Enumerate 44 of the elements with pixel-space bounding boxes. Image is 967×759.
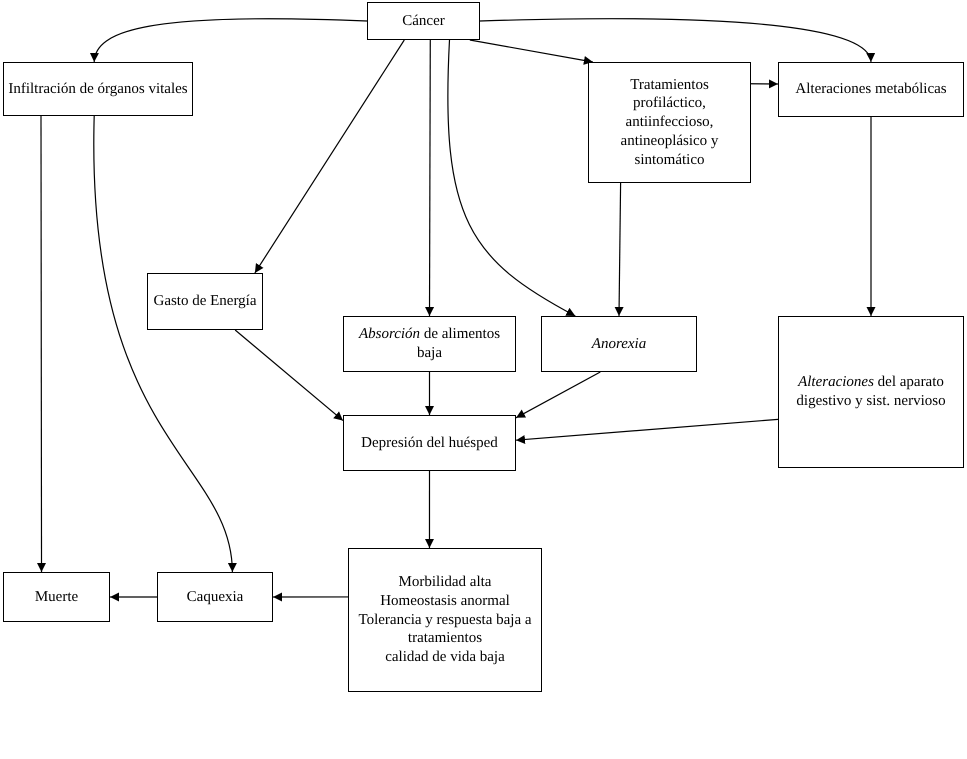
arrow bbox=[480, 18, 872, 62]
arrow bbox=[37, 116, 46, 572]
arrow bbox=[424, 471, 434, 548]
process-box bbox=[588, 62, 751, 183]
process-box bbox=[541, 316, 697, 372]
process-box bbox=[343, 415, 516, 471]
arrow bbox=[110, 592, 157, 602]
process-box bbox=[367, 2, 480, 40]
node-text: Tratamientos profiláctico, antiinfeccioso, antineoplásico y sintomático bbox=[620, 76, 720, 170]
process-box bbox=[348, 548, 542, 692]
arrow bbox=[866, 117, 876, 316]
node-text: Depresión del huésped bbox=[361, 434, 498, 452]
node-text: Cáncer bbox=[402, 12, 445, 30]
node-text: Caquexia bbox=[186, 588, 244, 606]
node-text: Infiltración de órganos vitales bbox=[8, 80, 188, 98]
node-text: Muerte bbox=[34, 588, 78, 606]
arrow bbox=[470, 39, 593, 65]
node-text: Anorexia bbox=[592, 334, 646, 354]
process-box bbox=[3, 62, 193, 116]
arrow bbox=[614, 183, 624, 316]
arrow bbox=[91, 18, 368, 62]
node-text: Homeostasis anormal bbox=[380, 592, 510, 611]
process-box bbox=[3, 572, 110, 622]
node-text: Alteraciones del aparato digestivo y sist. nervioso bbox=[795, 373, 947, 411]
arrow bbox=[234, 330, 344, 422]
node-text: Gasto de Energía bbox=[153, 292, 257, 311]
process-box bbox=[778, 62, 964, 117]
arrow bbox=[516, 371, 601, 418]
node-text: Absorción de alimentos baja bbox=[357, 325, 502, 363]
arrow bbox=[273, 592, 348, 602]
arrow bbox=[447, 40, 576, 317]
arrow bbox=[751, 79, 778, 88]
arrow bbox=[516, 418, 778, 444]
arrow bbox=[254, 40, 405, 274]
arrow bbox=[425, 40, 434, 316]
process-box bbox=[147, 273, 263, 330]
process-box bbox=[343, 316, 516, 372]
arrow bbox=[94, 116, 236, 572]
node-text: calidad de vida baja bbox=[385, 648, 505, 667]
process-box bbox=[157, 572, 273, 622]
node-text: Alteraciones metabólicas bbox=[795, 80, 947, 99]
node-text: Morbilidad alta bbox=[398, 573, 492, 592]
arrow bbox=[425, 372, 434, 415]
process-box bbox=[778, 316, 964, 468]
